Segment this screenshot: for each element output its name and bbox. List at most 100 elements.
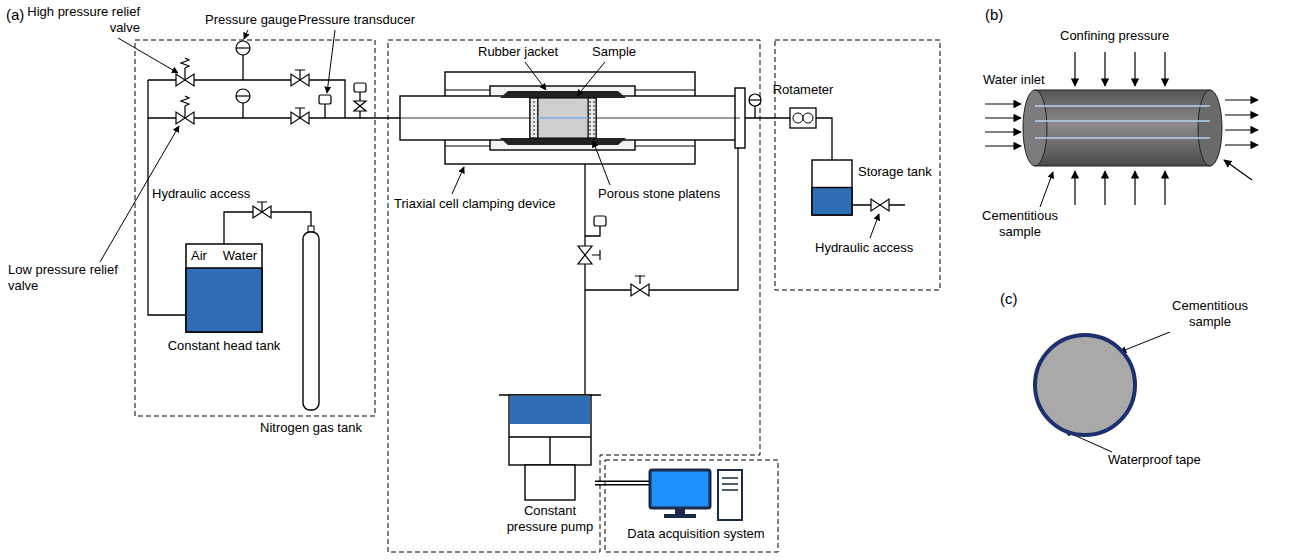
pipe bbox=[745, 117, 790, 118]
dashed-group-box bbox=[605, 460, 778, 552]
load-label: Confining pressure bbox=[1060, 28, 1169, 44]
pipe bbox=[584, 164, 585, 395]
relief-valve bbox=[181, 58, 189, 80]
triaxial-cell bbox=[400, 118, 740, 119]
leader-arrow bbox=[327, 30, 335, 93]
shutoff-valve bbox=[578, 246, 592, 264]
panel-letter: (b) bbox=[985, 6, 1003, 24]
pressure-transducer bbox=[319, 95, 331, 104]
part-label: Pressure gauge bbox=[205, 12, 297, 28]
pipe bbox=[148, 55, 905, 395]
flow-arrow bbox=[1074, 171, 1075, 205]
leader-arrow bbox=[1040, 172, 1053, 207]
dashed-group-box bbox=[135, 40, 940, 552]
pipe bbox=[585, 226, 600, 236]
pressure-transducer bbox=[594, 216, 606, 226]
sample-core bbox=[538, 98, 588, 138]
shutoff-valve bbox=[257, 202, 267, 212]
pressure-gauge bbox=[236, 47, 250, 48]
part-label: Hydraulic access bbox=[815, 240, 913, 256]
flow-arrow bbox=[1164, 171, 1165, 205]
pressure-gauge bbox=[749, 94, 761, 106]
dashed-group-box bbox=[388, 40, 760, 552]
pressure-gauge bbox=[236, 89, 250, 103]
specimen-cylinder bbox=[1198, 90, 1222, 166]
shutoff-valve bbox=[635, 276, 645, 284]
flow-arrow bbox=[1225, 99, 1258, 100]
part-label: Triaxial cell clamping device bbox=[392, 196, 557, 212]
flow-arrow bbox=[985, 117, 1021, 118]
flow-arrow bbox=[1074, 52, 1075, 86]
dashed-group-box bbox=[775, 40, 940, 290]
storage-tank-outline bbox=[812, 160, 852, 215]
part-label: Low pressure relief valve bbox=[8, 262, 130, 294]
equipment-label: Nitrogen gas tank bbox=[260, 420, 362, 436]
leader-arrow bbox=[593, 141, 610, 185]
relief-valve bbox=[176, 58, 194, 124]
pressure-gauge bbox=[236, 95, 250, 96]
leader-arrow bbox=[870, 214, 879, 238]
gas-cylinder-outline bbox=[303, 232, 319, 410]
part-label: Hydraulic access bbox=[152, 186, 250, 202]
specimen-cylinder bbox=[1023, 90, 1047, 166]
shutoff-valve bbox=[871, 199, 889, 211]
flow-arrow bbox=[1134, 52, 1135, 86]
computer: Data acquisition system bbox=[650, 470, 742, 520]
flow-arrow bbox=[985, 103, 1021, 104]
region-label: Air bbox=[191, 248, 207, 264]
equipment-label: Constant pressure pump bbox=[502, 503, 598, 535]
shutoff-valve bbox=[295, 70, 305, 80]
shutoff-valve bbox=[354, 101, 366, 111]
gas-cylinder: Nitrogen gas tank bbox=[303, 232, 319, 410]
pressure-transducer bbox=[354, 83, 366, 92]
porous-stone-platen bbox=[530, 98, 538, 138]
computer-outline bbox=[650, 470, 742, 520]
shutoff-valve bbox=[253, 70, 889, 296]
dashed-group-box bbox=[135, 40, 375, 416]
pipe bbox=[242, 55, 243, 80]
triaxial-cell bbox=[400, 72, 745, 164]
pressure-gauge bbox=[749, 99, 761, 100]
panel-letter: (a) bbox=[6, 6, 24, 24]
pipe bbox=[754, 106, 755, 118]
flow-arrow bbox=[1164, 52, 1165, 86]
flow-arrow bbox=[1225, 144, 1258, 145]
panel-letter: (c) bbox=[1000, 290, 1018, 308]
part-label: Porous stone platens bbox=[598, 186, 720, 202]
constant-head-tank: AirWaterConstant head tank bbox=[186, 244, 262, 332]
section-disc bbox=[1035, 335, 1135, 435]
storage-tank: Storage tank bbox=[812, 160, 852, 215]
leader-arrow bbox=[118, 38, 178, 73]
rubber-jacket bbox=[500, 91, 626, 98]
pipe bbox=[242, 103, 243, 118]
pressure-pump-outline bbox=[505, 395, 595, 500]
part-label: Rubber jacket bbox=[478, 44, 558, 60]
flow-arrow bbox=[1134, 171, 1135, 205]
part-label: Sample bbox=[592, 44, 636, 60]
sample-core bbox=[538, 98, 588, 138]
porous-stone-platen bbox=[588, 98, 596, 138]
equipment-label: Data acquisition system bbox=[627, 526, 764, 542]
region-label: Storage tank bbox=[858, 164, 932, 180]
specimen-cylinder bbox=[1035, 90, 1210, 166]
region-label: Water bbox=[223, 248, 257, 264]
rotameter-outline bbox=[790, 108, 816, 128]
shutoff-valve bbox=[295, 108, 305, 118]
rotameter: Rotameter bbox=[790, 108, 816, 128]
rubber-jacket bbox=[500, 91, 626, 145]
pipe-line bbox=[816, 118, 832, 160]
leader-arrow bbox=[577, 62, 605, 96]
part-label: Pressure transducer bbox=[298, 12, 415, 28]
flow-arrow bbox=[985, 131, 1021, 132]
flow-arrow bbox=[985, 145, 1021, 146]
flow-arrow bbox=[1224, 160, 1252, 180]
relief-valve bbox=[181, 96, 189, 118]
part-label: Cementitious sample bbox=[970, 208, 1070, 240]
flow-arrow bbox=[1104, 52, 1105, 86]
pressure-pump: Constant pressure pump bbox=[505, 395, 595, 500]
specimen-cylinder bbox=[1035, 106, 1210, 138]
flow-arrow bbox=[1225, 114, 1258, 115]
leader-arrow bbox=[244, 30, 248, 39]
rubber-jacket bbox=[500, 138, 626, 145]
